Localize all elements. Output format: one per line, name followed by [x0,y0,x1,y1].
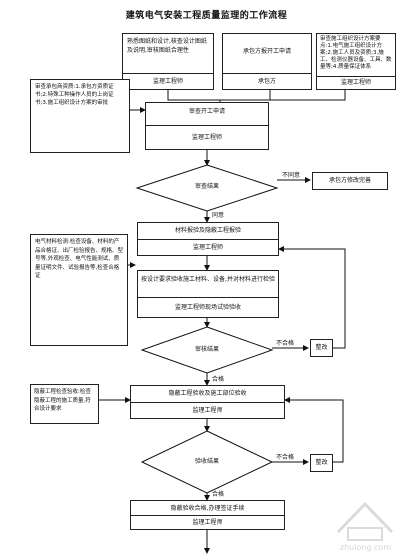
decision-3-label: 验收结果 [194,458,219,465]
start-report-text: 审查开工申请 [188,108,225,115]
watermark-text: zhulong.com [339,543,392,552]
start-application-box: 承包方报开工申请 承包方 [222,33,312,90]
rework-box-2: 整改 [310,454,333,472]
hidden-acceptance-box: 隐蔽工程验收及施工部位验收 监理工程师 [130,385,285,419]
final-step-role: 监理工程师 [131,515,284,530]
final-step-box: 隐蔽验收合格,办理签证手续 监理工程师 [130,500,285,530]
decision-3-yes-label: 合格 [212,491,225,498]
decision-2-no-label: 不合格 [276,340,295,347]
organization-review-box: 审查施工组织设计方案要点:1.电气施工组织设计方案;2.施工人员及资质;3.施工… [316,33,396,90]
design-review-text: 熟悉图纸和设计,核查设计图纸及说明,审核图纸合理性 [127,38,207,54]
organization-review-text: 审查施工组织设计方案要点:1.电气施工组织设计方案;2.施工人员及资质;3.施工… [320,36,392,70]
revise-text: 承包方修改完善 [328,177,371,184]
materials-note: 电气材料检测:检查设备、材料的产品合格证、出厂检验报告、规格、型号等,外观检查、… [30,234,128,346]
decision-1-yes-label: 同意 [212,212,225,219]
page-title: 建筑电气安装工程质量监理的工作流程 [125,11,288,21]
hidden-acceptance-role: 监理工程师 [131,402,284,419]
final-step-text: 隐蔽验收合格,办理签证手续 [170,505,245,512]
material-report-box: 材料报验及隐蔽工程报验 监理工程师 [137,222,279,256]
revise-box: 承包方修改完善 [312,172,388,190]
materials-note-text: 电气材料检测:检查设备、材料的产品合格证、出厂检验报告、规格、型号等,外观检查、… [35,239,124,279]
start-application-text: 承包方报开工申请 [242,48,291,55]
start-application-role: 承包方 [223,73,311,89]
rework-text-1: 整改 [315,344,328,351]
qualification-note-text: 审查承包商资质:1.承包方资质证书;2.特殊工种操作人员的上岗证书;3.施工组织… [35,84,114,106]
material-check-role: 监理工程师现场试验验收 [138,297,278,318]
material-check-box: 按设计要求验收施工材料、设备,并对材料进行检验 监理工程师现场试验验收 [137,270,279,318]
hidden-acceptance-text: 隐蔽工程验收及施工部位验收 [168,390,247,397]
rework-box-1: 整改 [310,339,333,357]
material-report-text: 材料报验及隐蔽工程报验 [174,227,241,234]
start-report-box: 审查开工申请 监理工程师 [145,102,269,150]
rework-text-2: 整改 [315,459,328,466]
material-report-role: 监理工程师 [138,239,278,256]
decision-1-label: 审查结果 [194,183,219,190]
watermark-house-icon [336,501,394,541]
watermark-logo: zhulong.com [328,492,403,552]
hidden-work-note-text: 隐蔽工程检查验收:检查隐蔽工程的施工质量,符合设计要求 [34,389,91,412]
hidden-work-note: 隐蔽工程检查验收:检查隐蔽工程的施工质量,符合设计要求 [30,384,99,424]
decision-3-no-label: 不合格 [276,454,295,461]
design-review-box: 熟悉图纸和设计,核查设计图纸及说明,审核图纸合理性 监理工程师 [122,33,214,90]
organization-review-role: 监理工程师 [317,76,395,89]
design-review-role: 监理工程师 [123,73,213,89]
material-check-text: 按设计要求验收施工材料、设备,并对材料进行检验 [141,276,275,283]
start-report-role: 监理工程师 [146,125,268,150]
qualification-note: 审查承包商资质:1.承包方资质证书;2.特殊工种操作人员的上岗证书;3.施工组织… [30,79,130,153]
decision-2-label: 审核结果 [194,346,219,353]
decision-1-no-label: 不同意 [282,172,301,179]
decision-2-yes-label: 合格 [212,376,225,383]
